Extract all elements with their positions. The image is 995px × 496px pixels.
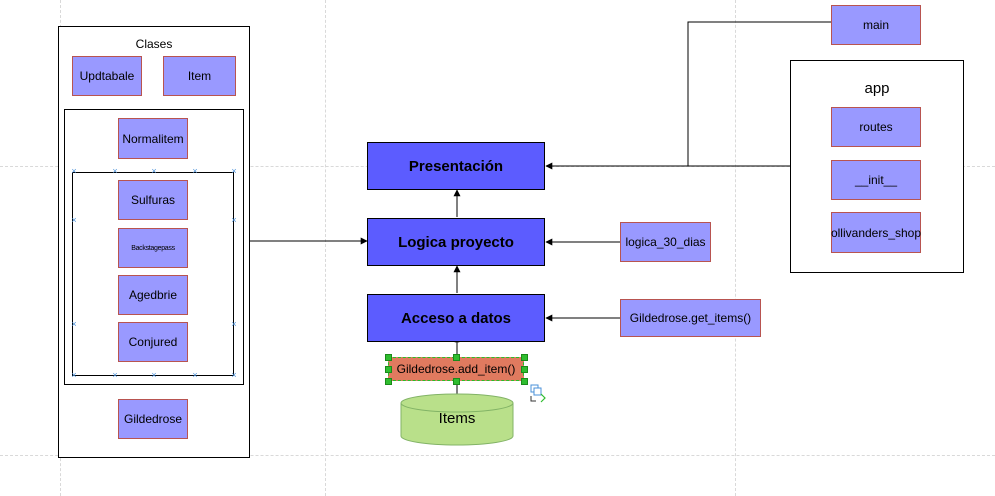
grid-line xyxy=(0,455,995,456)
node-gildedrose[interactable]: Gildedrose xyxy=(118,399,188,439)
clases-label: Clases xyxy=(135,37,173,51)
resize-handle[interactable] xyxy=(453,354,460,361)
node-routes[interactable]: routes xyxy=(831,107,921,147)
node-updtabale[interactable]: Updtabale xyxy=(72,56,142,96)
node-get-items[interactable]: Gildedrose.get_items() xyxy=(620,299,761,337)
grid-line xyxy=(325,0,326,496)
selection-marker-icon: × xyxy=(112,166,118,176)
node-conjured[interactable]: Conjured xyxy=(118,322,188,362)
resize-handle[interactable] xyxy=(521,378,528,385)
node-sulfuras[interactable]: Sulfuras xyxy=(118,180,188,220)
resize-handle[interactable] xyxy=(385,354,392,361)
selection-marker-icon: × xyxy=(192,370,198,380)
selection-marker-icon: × xyxy=(231,370,237,380)
database-items-cylinder[interactable] xyxy=(400,393,514,446)
node-ollivanders-shop[interactable]: ollivanders_shop xyxy=(831,212,921,253)
database-items-label: Items xyxy=(438,410,476,427)
selection-marker-icon: × xyxy=(231,319,237,329)
selection-marker-icon: × xyxy=(151,166,157,176)
grid-line xyxy=(735,0,736,496)
node-logica-30-dias[interactable]: logica_30_dias xyxy=(620,222,711,262)
selection-marker-icon: × xyxy=(231,166,237,176)
selection-marker-icon: × xyxy=(71,319,77,329)
node-init[interactable]: __init__ xyxy=(831,160,921,200)
layer-acceso-a-datos[interactable]: Acceso a datos xyxy=(367,294,545,342)
resize-handle[interactable] xyxy=(521,366,528,373)
resize-handle[interactable] xyxy=(521,354,528,361)
selection-marker-icon: × xyxy=(112,370,118,380)
resize-handle[interactable] xyxy=(453,378,460,385)
node-agedbrie[interactable]: Agedbrie xyxy=(118,275,188,315)
edge-main-to-presentacion[interactable] xyxy=(545,21,831,170)
selection-marker-icon: × xyxy=(231,215,237,225)
node-item[interactable]: Item xyxy=(163,56,236,96)
node-backstagepass[interactable]: Backstagepass xyxy=(118,228,188,268)
layer-logica-proyecto[interactable]: Logica proyecto xyxy=(367,218,545,266)
resize-handle[interactable] xyxy=(385,366,392,373)
layer-presentacion[interactable]: Presentación xyxy=(367,142,545,190)
node-normalitem[interactable]: Normalitem xyxy=(118,118,188,159)
selection-marker-icon: × xyxy=(192,166,198,176)
selection-marker-icon: × xyxy=(71,215,77,225)
duplicate-icon[interactable] xyxy=(530,384,546,403)
selection-marker-icon: × xyxy=(71,166,77,176)
node-main[interactable]: main xyxy=(831,5,921,45)
resize-handle[interactable] xyxy=(385,378,392,385)
selection-marker-icon: × xyxy=(71,370,77,380)
selection-marker-icon: × xyxy=(151,370,157,380)
app-label: app xyxy=(864,80,890,97)
